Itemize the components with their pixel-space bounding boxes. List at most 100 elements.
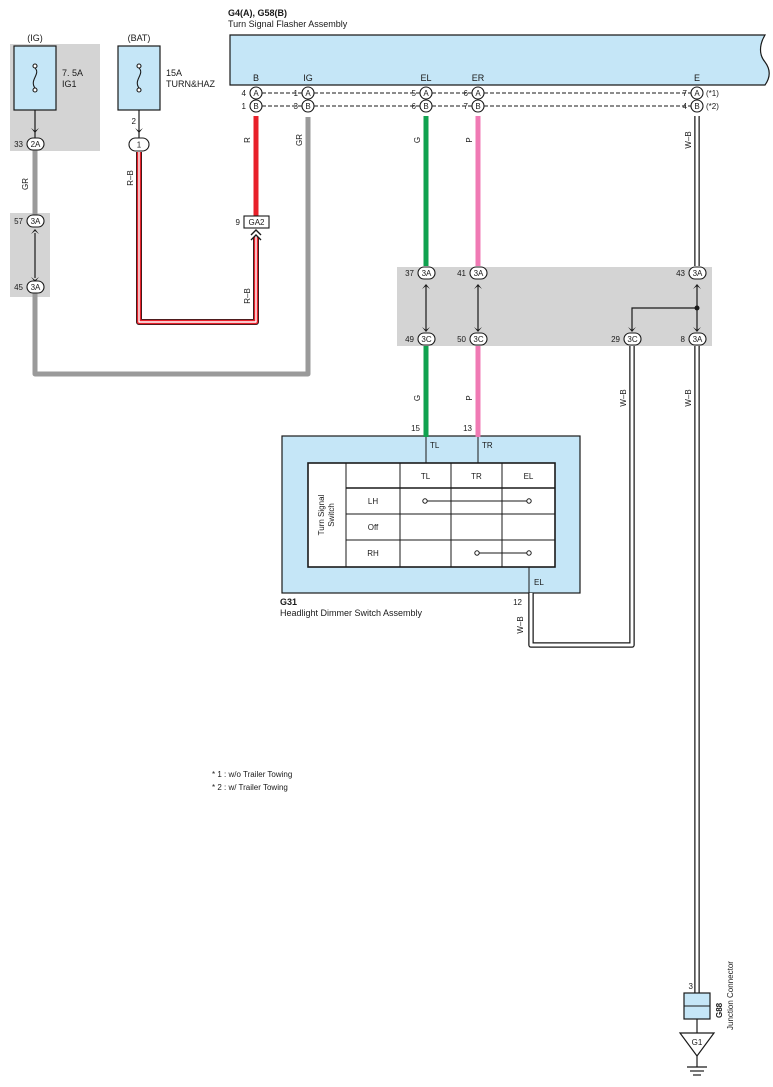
j45-pin: 45 xyxy=(14,283,23,292)
switch-term-el: EL xyxy=(534,578,544,587)
bat-fuse-symbol xyxy=(136,63,142,93)
conn-2a-label: 2A xyxy=(31,140,41,149)
switch-row-lh: LH xyxy=(368,497,378,506)
label-wb-3c: W–B xyxy=(619,389,628,406)
ig-fuse-rating: 7. 5A xyxy=(62,68,83,78)
j57-label: 3A xyxy=(31,217,41,226)
junction-arrows xyxy=(31,128,701,332)
pin-b-num-0: 1 xyxy=(242,102,247,111)
conn-bat-pin: 2 xyxy=(132,117,137,126)
flasher-body xyxy=(229,34,770,86)
bat-supply-label: (BAT) xyxy=(128,33,151,43)
switch-table-title-1: Turn Signal xyxy=(317,494,326,535)
j50-label: 3C xyxy=(473,335,483,344)
j8-pin: 8 xyxy=(681,335,686,344)
pin-b-conn-3: B xyxy=(475,102,480,111)
switch-table-title-2: Switch xyxy=(327,503,336,527)
switch-term-tl: TL xyxy=(430,441,440,450)
switch-code: G31 xyxy=(280,597,297,607)
flasher-terminal-el: EL xyxy=(420,73,431,83)
conn-ga2-box xyxy=(243,215,270,229)
flasher-terminal-b: B xyxy=(253,73,259,83)
switch-row-rh: RH xyxy=(367,549,379,558)
bat-fuse-rating: 15A xyxy=(166,68,182,78)
ground-triangle xyxy=(678,1032,716,1058)
conn-ga2-label: GA2 xyxy=(248,218,265,227)
ground-label: G1 xyxy=(692,1038,703,1047)
junction-name: Junction Connector xyxy=(726,961,735,1030)
pin-a-num-4: 7 xyxy=(683,89,688,98)
ig-fuse-name: IG1 xyxy=(62,79,77,89)
conn-2a-oval xyxy=(26,137,45,151)
label-r: R xyxy=(243,137,252,143)
junction-connector-ovals xyxy=(26,214,707,346)
bat-fuse-name: TURN&HAZ xyxy=(166,79,216,89)
pin-a-num-3: 6 xyxy=(464,89,469,98)
j41-label: 3A xyxy=(474,269,484,278)
j29-pin: 29 xyxy=(611,335,620,344)
pin-b-note: (*2) xyxy=(706,102,719,111)
j8-label: 3A xyxy=(693,335,703,344)
label-gr-flasher: GR xyxy=(295,134,304,146)
pin-b-num-1: 3 xyxy=(294,102,299,111)
label-gr-left: GR xyxy=(21,178,30,190)
junction-block-right-bg xyxy=(397,267,712,346)
junction-code: G88 xyxy=(715,1002,724,1018)
wire-rb-stripe xyxy=(138,152,257,323)
pin-b-num-3: 7 xyxy=(464,102,469,111)
label-g-upper: G xyxy=(413,137,422,143)
label-rb-lower: R–B xyxy=(243,288,252,304)
switch-col-tr: TR xyxy=(471,472,482,481)
wire-rb-outer xyxy=(136,152,259,325)
label-p-upper: P xyxy=(465,137,474,142)
switch-pin-tl: 15 xyxy=(411,424,420,433)
j37-label: 3A xyxy=(422,269,432,278)
conn-bat-oval xyxy=(128,137,150,152)
flasher-code: G4(A), G58(B) xyxy=(228,8,287,18)
pin-a-num-2: 5 xyxy=(412,89,417,98)
switch-col-el: EL xyxy=(524,472,534,481)
j49-pin: 49 xyxy=(405,335,414,344)
flasher-terminal-er: ER xyxy=(472,73,485,83)
switch-table xyxy=(307,462,556,568)
splice-dot xyxy=(694,305,700,311)
pin-b-num-4: 4 xyxy=(683,102,688,111)
note-1: * 1 : w/o Trailer Towing xyxy=(212,770,292,779)
j41-pin: 41 xyxy=(457,269,466,278)
switch-col-tl: TL xyxy=(421,472,431,481)
pin-a-num-1: 1 xyxy=(294,89,299,98)
conn-bat-label: 1 xyxy=(137,141,142,150)
junction-internal-lines xyxy=(425,286,698,330)
label-g-lower: G xyxy=(413,395,422,401)
pin-b-conn-1: B xyxy=(305,102,310,111)
j45-label: 3A xyxy=(31,283,41,292)
pin-a-conn-3: A xyxy=(475,89,481,98)
label-rb-bat: R–B xyxy=(126,170,135,186)
pin-b-num-2: 6 xyxy=(412,102,417,111)
j37-pin: 37 xyxy=(405,269,414,278)
flasher-dash-lines xyxy=(262,92,691,107)
junction-pin: 3 xyxy=(689,982,694,991)
switch-pin-el: 12 xyxy=(513,598,522,607)
j57-pin: 57 xyxy=(14,217,23,226)
j29-label: 3C xyxy=(627,335,637,344)
pin-b-conn-4: B xyxy=(694,102,699,111)
flasher-name: Turn Signal Flasher Assembly xyxy=(228,19,348,29)
j43-label: 3A xyxy=(693,269,703,278)
wire-gr-loop xyxy=(32,117,311,377)
pin-a-conn-4: A xyxy=(694,89,700,98)
pin-a-conn-1: A xyxy=(305,89,311,98)
switch-continuity-marks xyxy=(422,498,532,556)
ig-supply-label: (IG) xyxy=(27,33,43,43)
ga2-chevrons xyxy=(250,229,262,241)
pin-b-conn-2: B xyxy=(423,102,428,111)
note-2: * 2 : w/ Trailer Towing xyxy=(212,783,288,792)
flasher-pins-a xyxy=(249,86,704,100)
pin-a-num-0: 4 xyxy=(242,89,247,98)
conn-ga2-pin: 9 xyxy=(236,218,241,227)
ig-fuse-symbol xyxy=(32,63,38,93)
ground-icon xyxy=(687,1056,707,1076)
j49-label: 3C xyxy=(421,335,431,344)
switch-pin-tr: 13 xyxy=(463,424,472,433)
j50-pin: 50 xyxy=(457,335,466,344)
